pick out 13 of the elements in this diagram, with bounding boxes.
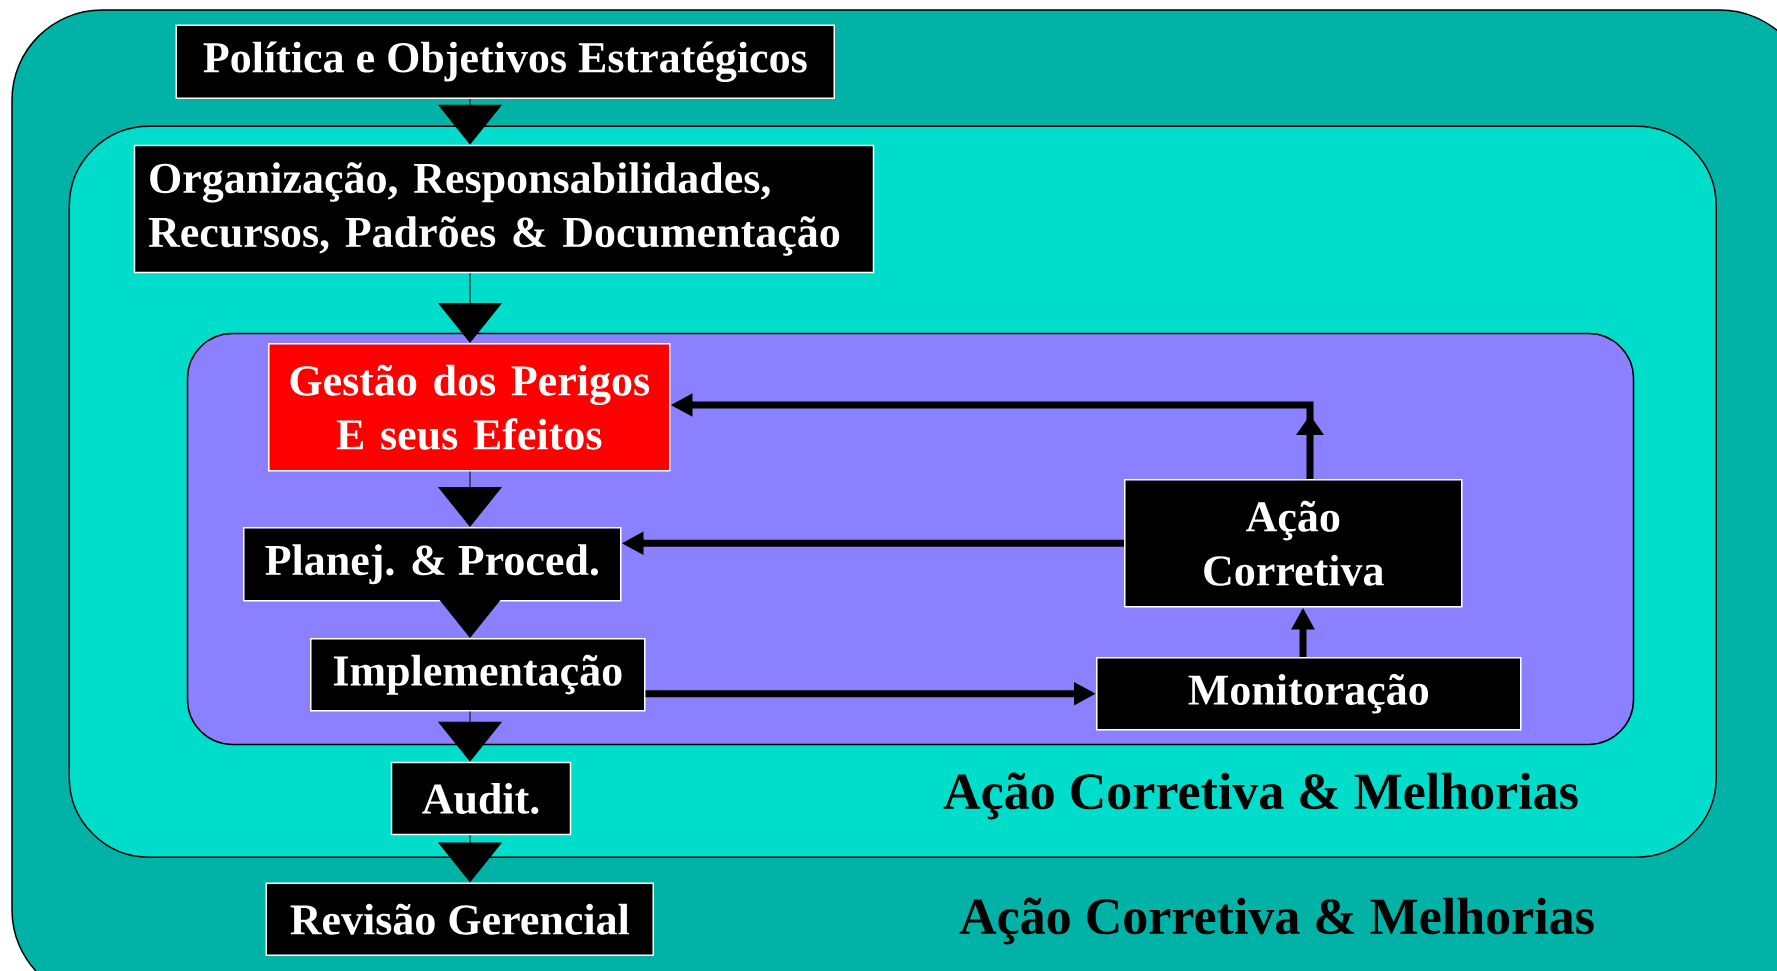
band-title: Ação Corretiva & Melhorias <box>943 772 1578 820</box>
arrow <box>438 98 502 145</box>
band-title: Ação Corretiva & Melhorias <box>959 897 1594 945</box>
arrow <box>438 597 502 638</box>
arrow <box>438 711 502 762</box>
process-box: Ação Corretiva <box>1124 479 1463 608</box>
highlighted-box: Gestão dos Perigos E seus Efeitos <box>268 343 671 472</box>
arrow <box>438 272 502 343</box>
arrow <box>438 834 502 883</box>
process-box: Organização, Responsabilidades, Recursos, Padrões & Documentação <box>133 144 875 274</box>
arrow <box>438 471 502 527</box>
process-box: Monitoração <box>1096 657 1522 731</box>
process-box: Política e Objetivos Estratégicos <box>175 24 835 99</box>
